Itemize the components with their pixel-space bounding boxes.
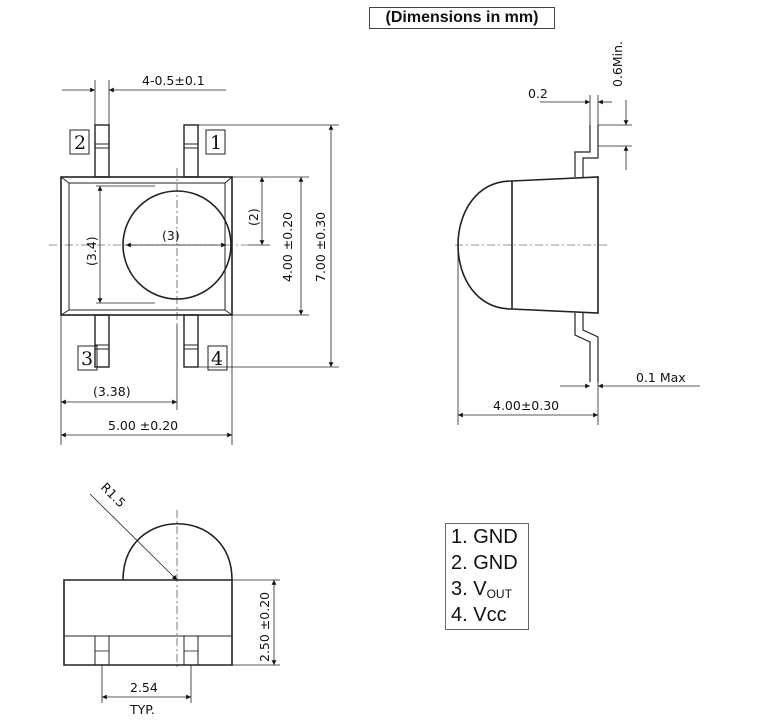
pitch-note-label: TYP. — [129, 702, 155, 717]
lead-thickness-label: 0.2 — [528, 86, 548, 101]
lead-span-label: (3.38) — [93, 384, 131, 399]
lead-length-label: 0.6Min. — [610, 41, 625, 87]
coplanarity-label: 0.1 Max — [636, 370, 686, 385]
top-view — [49, 80, 339, 445]
body-width-label: 5.00 ±0.20 — [108, 418, 178, 433]
pin-row-3: 3. VOUT — [451, 578, 512, 601]
inner-height-label: (3.4) — [84, 236, 99, 266]
top-view-labels: 4-0.5±0.1 2 1 3 4 (3.4) (3) (2) 4.00 ±0.… — [74, 73, 328, 433]
pin-row-1: 1. GND — [451, 526, 518, 548]
pitch-label: 2.54 — [130, 680, 158, 695]
side-view — [455, 95, 700, 425]
top-body-outline — [60, 176, 233, 316]
body-height-label: 4.00 ±0.20 — [280, 212, 295, 282]
pin-table: 1. GND 2. GND 3. VOUT 4. Vcc — [445, 523, 529, 630]
lens-dia-label: (3) — [162, 228, 180, 243]
side-lead-top — [574, 125, 599, 177]
lead-4 — [183, 314, 199, 368]
lead-2 — [94, 124, 110, 178]
side-view-labels: 0.2 0.6Min. 0.1 Max 4.00±0.30 — [493, 41, 686, 413]
lens-offset-label: (2) — [246, 208, 261, 226]
front-view — [63, 493, 280, 703]
pin-label-1: 1 — [210, 132, 222, 154]
pin-row-4: 4. Vcc — [451, 604, 507, 626]
front-view-labels: R1.5 2.50 ±0.20 2.54 TYP. — [98, 480, 272, 717]
lead-pitch-label: 4-0.5±0.1 — [142, 73, 205, 88]
front-height-label: 2.50 ±0.20 — [257, 592, 272, 662]
front-dome — [122, 523, 233, 581]
radius-label: R1.5 — [98, 480, 129, 511]
lead-3 — [94, 314, 110, 368]
pin-label-2: 2 — [74, 132, 86, 154]
pin-row-2: 2. GND — [451, 552, 518, 574]
dimensions-title: (Dimensions in mm) — [369, 7, 555, 29]
front-body — [63, 579, 233, 666]
pin-label-3: 3 — [81, 348, 93, 370]
total-height-label: 7.00 ±0.30 — [313, 212, 328, 282]
side-body — [511, 176, 599, 314]
pin-label-4: 4 — [211, 348, 223, 370]
lead-1 — [183, 124, 199, 178]
side-length-label: 4.00±0.30 — [493, 398, 559, 413]
side-lead-bottom — [574, 313, 599, 382]
